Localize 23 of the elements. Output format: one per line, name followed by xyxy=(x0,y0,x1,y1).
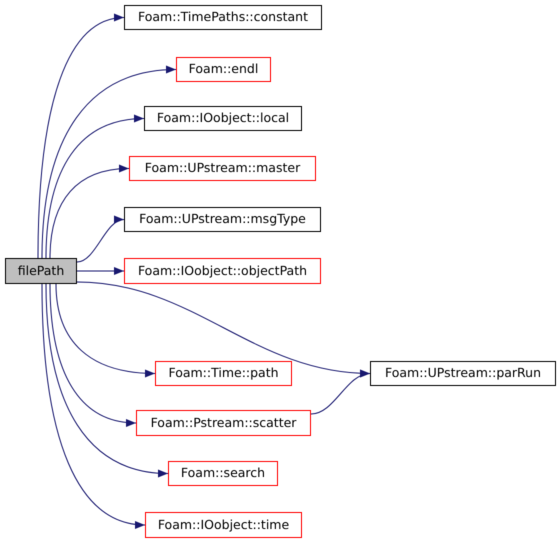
arrow xyxy=(50,284,136,426)
function-box: Foam::UPstream::parRun xyxy=(370,361,556,386)
arrow xyxy=(310,370,370,414)
function-box: Foam::UPstream::master xyxy=(129,156,316,181)
function-box: Foam::IOobject::time xyxy=(145,512,302,538)
arrow xyxy=(76,217,124,262)
function-box: filePath xyxy=(5,258,77,284)
arrow xyxy=(42,284,146,528)
arrow xyxy=(76,267,124,275)
arrow xyxy=(46,115,144,258)
function-box: Foam::endl xyxy=(176,57,271,82)
arrow xyxy=(56,284,156,378)
arrow xyxy=(50,165,130,258)
function-box: Foam::IOobject::objectPath xyxy=(124,258,321,284)
arrow xyxy=(46,284,168,477)
function-box: Foam::IOobject::local xyxy=(144,106,302,131)
function-box: Foam::search xyxy=(168,461,278,486)
function-box: Foam::Pstream::scatter xyxy=(136,410,311,436)
arrow xyxy=(42,66,176,258)
function-box: Foam::Time::path xyxy=(155,361,292,386)
function-box: Foam::TimePaths::constant xyxy=(124,5,322,30)
function-box: Foam::UPstream::msgType xyxy=(124,207,321,232)
arrow xyxy=(38,14,124,258)
